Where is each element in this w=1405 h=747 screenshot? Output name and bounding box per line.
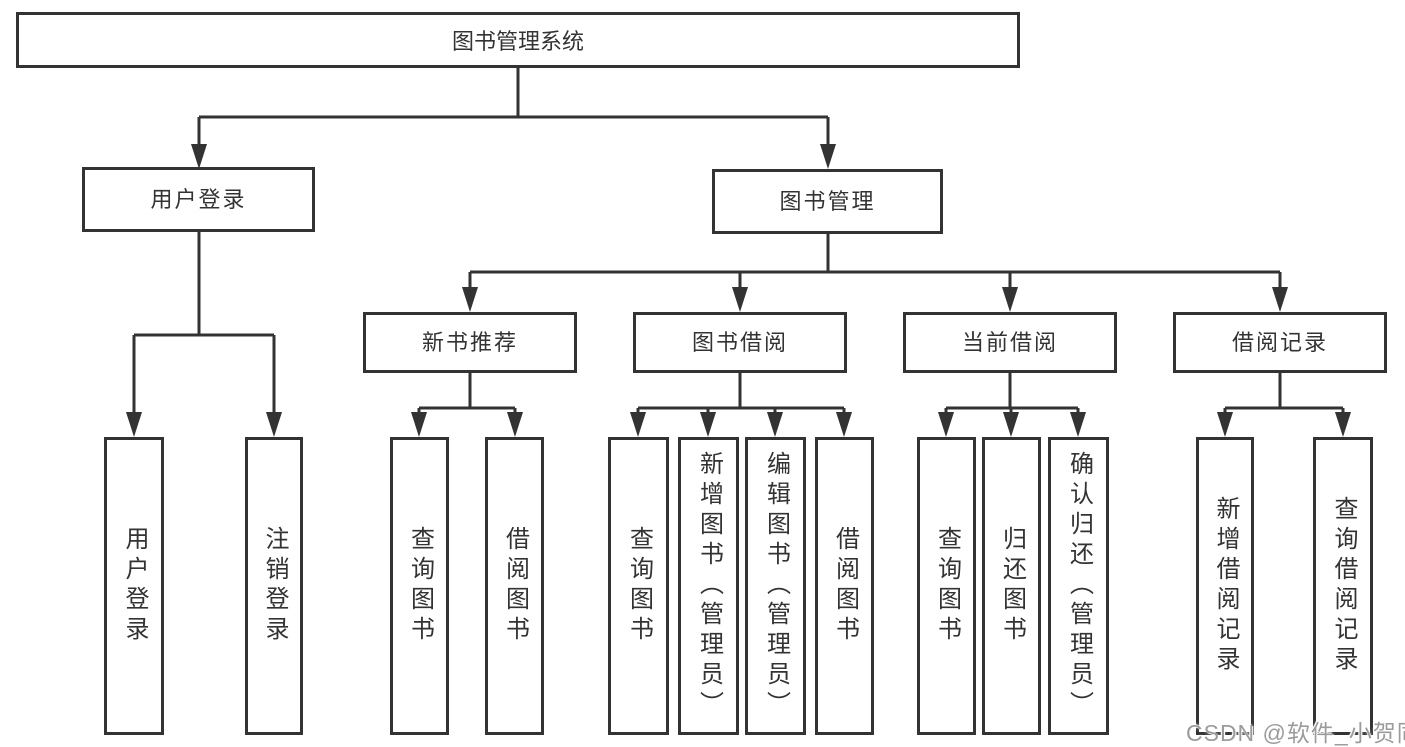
leaf-edit-books-admin: 编辑图书（管理员）	[745, 437, 806, 735]
node-library-management-system: 图书管理系统	[16, 12, 1020, 68]
node-label: 图书借阅	[691, 329, 788, 355]
node-label: 图书管理系统	[451, 29, 584, 54]
node-book-management: 图书管理	[712, 169, 943, 234]
node-label: 借阅图书	[831, 526, 859, 646]
node-label: 借阅记录	[1231, 329, 1328, 355]
node-label: 新书推荐	[421, 329, 518, 355]
leaf-borrow-books-recommend: 借阅图书	[485, 437, 544, 735]
leaf-query-books-recommend: 查询图书	[390, 437, 449, 735]
node-current-borrow: 当前借阅	[903, 312, 1117, 373]
node-label: 查询图书	[625, 526, 653, 646]
leaf-return-books: 归还图书	[982, 437, 1041, 735]
node-label: 用户登录	[121, 526, 148, 646]
node-label: 查询借阅记录	[1330, 496, 1357, 676]
node-label: 查询图书	[406, 526, 434, 646]
leaf-query-borrow-record: 查询借阅记录	[1313, 437, 1373, 735]
node-label: 新增借阅记录	[1212, 496, 1239, 676]
leaf-add-borrow-record: 新增借阅记录	[1196, 437, 1254, 735]
node-label: 归还图书	[998, 526, 1026, 646]
node-label: 新增图书（管理员）	[695, 451, 723, 721]
leaf-query-books: 查询图书	[608, 437, 669, 735]
node-label: 用户登录	[150, 186, 247, 212]
node-label: 图书管理	[779, 188, 876, 214]
node-label: 查询图书	[933, 526, 961, 646]
node-label: 当前借阅	[961, 329, 1058, 355]
node-label: 编辑图书（管理员）	[762, 451, 790, 721]
node-book-borrow: 图书借阅	[633, 312, 847, 373]
node-label: 确认归还（管理员）	[1065, 451, 1093, 721]
node-new-book-recommend: 新书推荐	[363, 312, 577, 373]
node-label: 借阅图书	[501, 526, 529, 646]
node-borrow-record: 借阅记录	[1173, 312, 1387, 373]
leaf-user-login: 用户登录	[104, 437, 164, 735]
node-label: 注销登录	[261, 526, 288, 646]
csdn-watermark: CSDN @软件_小贺同学	[1186, 720, 1405, 746]
leaf-add-books-admin: 新增图书（管理员）	[678, 437, 739, 735]
node-user-login: 用户登录	[82, 167, 315, 232]
leaf-query-books-current: 查询图书	[917, 437, 976, 735]
leaf-logout: 注销登录	[245, 437, 303, 735]
leaf-confirm-return-admin: 确认归还（管理员）	[1048, 437, 1109, 735]
leaf-borrow-books: 借阅图书	[815, 437, 874, 735]
